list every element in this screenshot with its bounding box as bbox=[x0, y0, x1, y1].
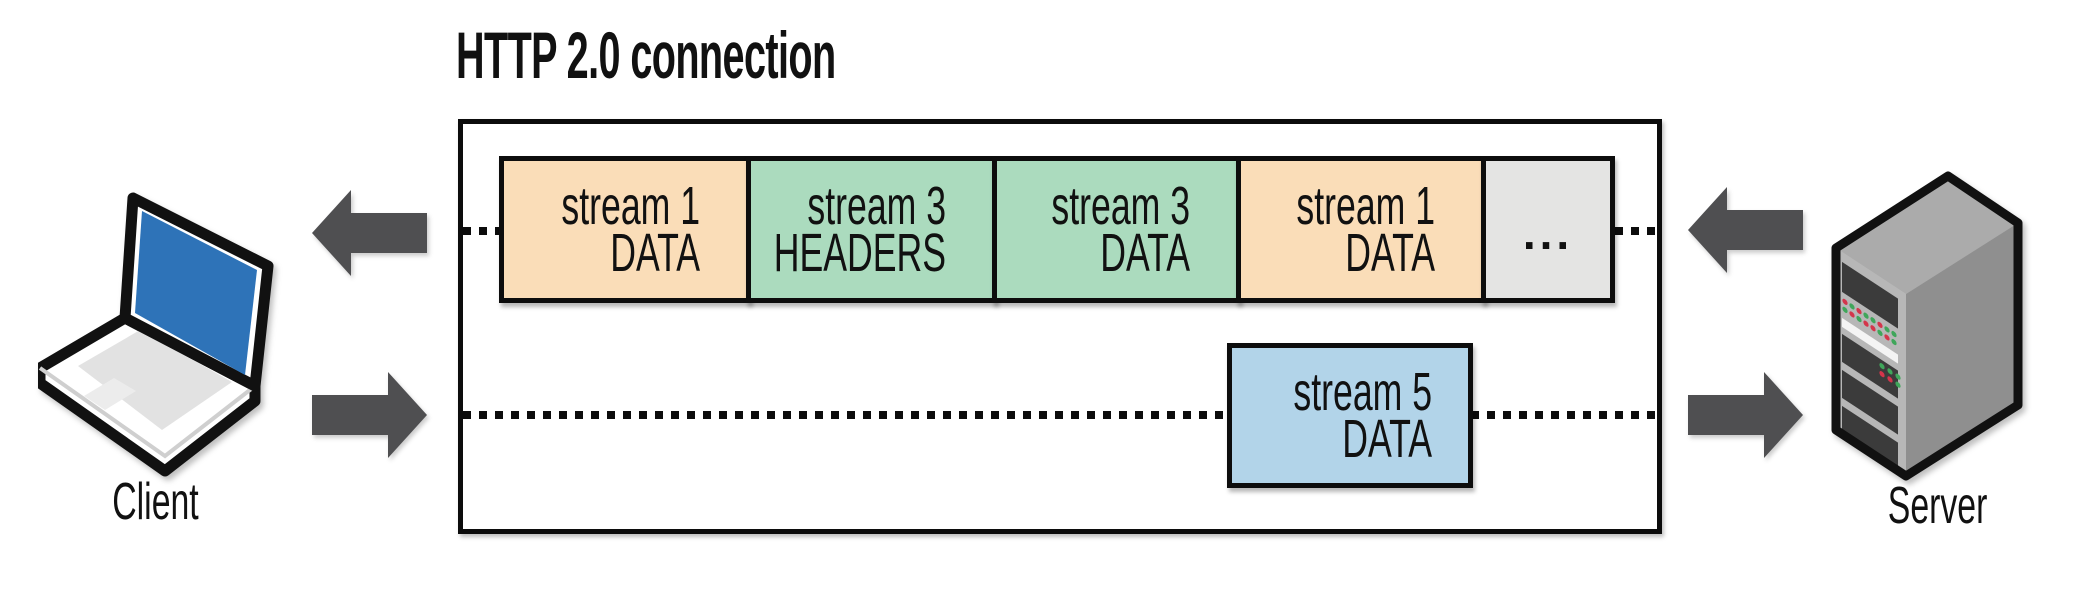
ellipsis-label: ... bbox=[1522, 206, 1574, 259]
client-label: Client bbox=[111, 473, 199, 531]
frame-more-ellipsis: ... bbox=[1481, 156, 1615, 303]
server-label: Server bbox=[1888, 477, 1988, 535]
server-led-grid bbox=[1842, 298, 1897, 346]
arrow-right-icon bbox=[312, 372, 427, 458]
laptop-trackpad bbox=[84, 378, 136, 410]
server-led-cluster bbox=[1879, 363, 1901, 388]
diagram-title: HTTP 2.0 connection bbox=[456, 18, 836, 92]
arrow-left-icon bbox=[312, 190, 427, 276]
laptop-screen bbox=[135, 211, 257, 375]
arrow-left-icon bbox=[1688, 187, 1803, 273]
server-tower-icon bbox=[1831, 171, 2023, 481]
arrow-right-icon bbox=[1688, 372, 1803, 458]
server-front-panel bbox=[1842, 261, 1901, 469]
laptop-icon bbox=[38, 192, 274, 477]
laptop-keyboard bbox=[78, 330, 232, 430]
request-lane-dotted-line bbox=[463, 411, 1657, 419]
